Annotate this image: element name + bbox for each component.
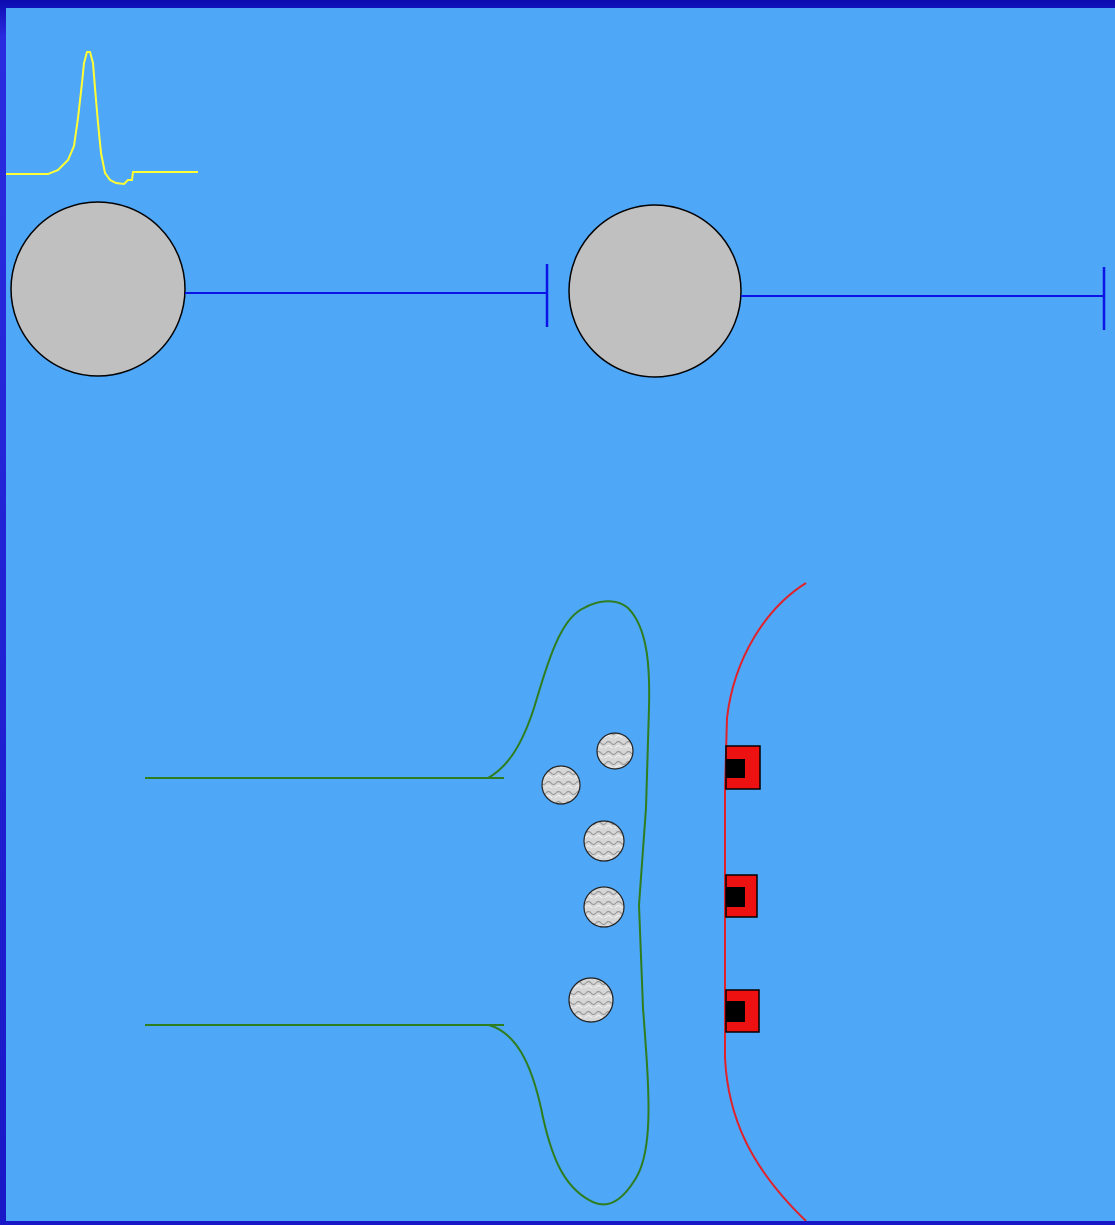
neuron-2: [569, 205, 1104, 377]
synapse-diagram: [6, 8, 1115, 1221]
receptor: [726, 875, 757, 917]
vesicle: [584, 887, 624, 927]
diagram-canvas: [6, 8, 1115, 1221]
postsynaptic-receptors: [726, 746, 760, 1032]
synaptic-vesicles: [542, 733, 633, 1022]
vesicle: [542, 766, 580, 804]
neuron-1: [11, 202, 547, 376]
receptor: [726, 990, 759, 1032]
vesicle: [584, 821, 624, 861]
action-potential-trace: [6, 52, 198, 184]
vesicle: [569, 978, 613, 1022]
presynaptic-terminal-membrane: [145, 601, 649, 1204]
vesicle: [597, 733, 633, 769]
receptor: [726, 746, 760, 789]
neuron-1-soma: [11, 202, 185, 376]
neuron-2-soma: [569, 205, 741, 377]
